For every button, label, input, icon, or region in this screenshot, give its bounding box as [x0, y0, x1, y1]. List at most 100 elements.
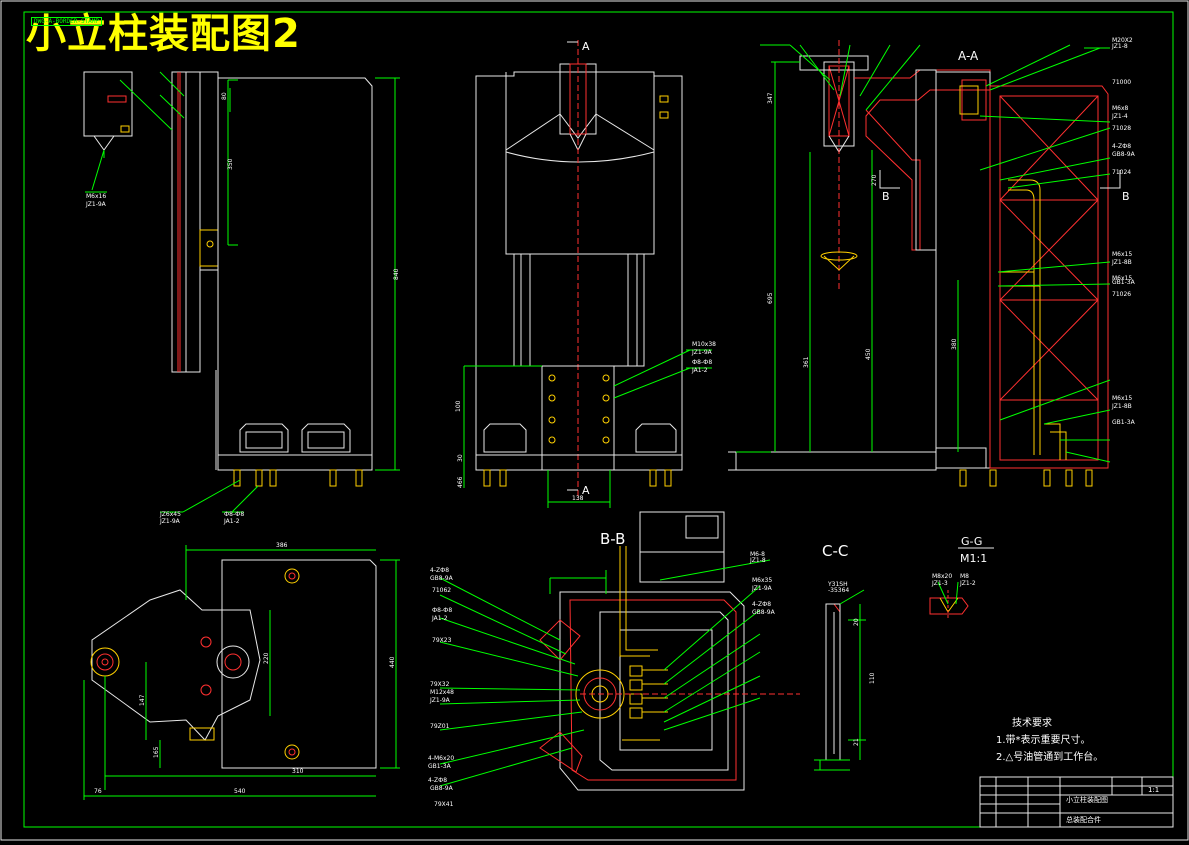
title-block-name: 小立柱装配图: [1066, 795, 1108, 804]
callouts-v3-label: M6x15: [1112, 251, 1132, 258]
callouts-bb-label: 71062: [432, 587, 451, 594]
callouts-v1-label: Ф8-Ф8: [224, 511, 244, 518]
callouts-bb-label: JZ1-9A: [429, 697, 451, 704]
callouts-v1-label: JA1-2: [223, 518, 240, 525]
callouts-bb-label: GB1-3A: [428, 763, 452, 770]
section-cc-view: [814, 589, 866, 771]
callouts-bb-label: M12x48: [430, 689, 454, 696]
callouts-v3-label: M20X2: [1112, 37, 1133, 44]
callouts-v3-label: 71028: [1112, 125, 1131, 132]
label-section-bb: B-B: [600, 530, 625, 548]
border-stamp: DWG-A-BORDER-STAMP: [31, 17, 103, 26]
plan-view: [83, 545, 400, 800]
callouts-gg-label: M8x20: [932, 573, 952, 580]
callouts-v3-label: JZ1-8: [1111, 43, 1128, 50]
callouts-v3-label: M6x15: [1112, 395, 1132, 402]
label-section-gg: G-G: [961, 535, 982, 548]
dims-v2-label: 466: [457, 476, 464, 488]
notes-item: 1.带*表示重要尺寸。: [996, 735, 1091, 746]
callout-labels: M6x16JZ1-9AJZ6x45JZ1-9AФ8-Ф8JA1-2M10x38J…: [85, 37, 1136, 808]
callouts-v3-label: GB1-3A: [1112, 419, 1136, 426]
inner-border: [23, 11, 1174, 828]
side-elevation-view: [83, 71, 400, 513]
callouts-bb-label: M6-8: [750, 551, 765, 558]
technical-notes: 技术要求 1.带*表示重要尺寸。 2.△号油管通到工作台。: [996, 715, 1103, 766]
callouts-v3-label: GB8-9A: [1112, 151, 1136, 158]
callouts-v3-label: JZ1-8B: [1111, 403, 1132, 410]
callouts-v3-label: GB1-3A: [1112, 279, 1136, 286]
callouts-bb-label: 79X23: [432, 637, 452, 644]
callouts-cc-label: -35364: [828, 587, 849, 594]
callouts-v3-label: 71000: [1112, 79, 1131, 86]
title-block: 小立柱装配图 总装配合件 1:1: [979, 776, 1174, 828]
label-cut-b-right: B: [1122, 190, 1130, 203]
callouts-bb-label: 79X32: [430, 681, 450, 688]
callouts-v2-label: M10x38: [692, 341, 716, 348]
callouts-bb-label: 4-M6x20: [428, 755, 454, 762]
notes-item: 2.△号油管通到工作台。: [996, 752, 1104, 763]
label-section-cc: C-C: [822, 542, 848, 560]
dims-v3-label: 361: [803, 356, 810, 368]
dims-plan-label: 440: [389, 656, 396, 668]
callouts-bb-label: JA1-2: [431, 615, 448, 622]
callouts-v2-label: JZ1-9A: [691, 349, 713, 356]
callouts-cc-label: Y31SH: [827, 581, 848, 588]
callouts-bb-label: GB8-9A: [752, 609, 776, 616]
callouts-v3-label: M6x15: [1112, 275, 1132, 282]
dims-v2-label: 138: [572, 495, 584, 502]
callouts-bb-label: JZ1-8: [749, 557, 766, 564]
callouts-bb-label: 4-ZФ8: [428, 777, 447, 784]
callouts-v3-label: M6x8: [1112, 105, 1129, 112]
title-block-scale: 1:1: [1148, 786, 1159, 794]
notes-heading: 技术要求: [1012, 718, 1052, 729]
dims-cc-label: 20: [853, 618, 860, 626]
callouts-v2-label: Ф8-Ф8: [692, 359, 712, 366]
callouts-v3-label: 71024: [1112, 169, 1131, 176]
dims-cc-label: 21: [853, 738, 860, 746]
callouts-bb-label: Ф8-Ф8: [432, 607, 452, 614]
callouts-v3-label: 71026: [1112, 291, 1131, 298]
front-elevation-view: [463, 40, 712, 508]
dimension-labels: 8035084013810030466347270695361450380386…: [94, 92, 958, 795]
callouts-gg-label: JZ1-2: [959, 580, 976, 587]
dims-v3-label: 270: [871, 174, 878, 186]
dims-v2-label: 30: [457, 454, 464, 462]
dims-cc-label: 110: [869, 672, 876, 684]
callouts-bb-label: JZ1-9A: [751, 585, 773, 592]
section-aa-view: [728, 40, 1121, 487]
label-section-aa: A-A: [958, 49, 979, 63]
drawing-title: 小立柱装配图2: [26, 11, 301, 57]
callouts-gg-label: M8: [960, 573, 969, 580]
dims-plan-label: 310: [292, 768, 304, 775]
callouts-v3-label: JZ1-8B: [1111, 259, 1132, 266]
section-gg-view: [929, 547, 994, 620]
dims-v3-label: 347: [767, 92, 774, 104]
callouts-v2-label: JA1-2: [691, 367, 708, 374]
dims-v1-label: 840: [393, 268, 400, 280]
callouts-bb-label: 79Z01: [430, 723, 450, 730]
callouts-bb-label: GB8-9A: [430, 575, 454, 582]
callouts-v1-label: M6x16: [86, 193, 106, 200]
dims-plan-label: 147: [139, 694, 146, 706]
dims-v1-label: 350: [227, 158, 234, 170]
callouts-v1-label: JZ6x45: [159, 511, 181, 518]
dims-v3-label: 450: [865, 348, 872, 360]
dims-plan-label: 76: [94, 788, 102, 795]
section-bb-view: [439, 511, 800, 791]
callouts-bb-label: 4-ZФ8: [752, 601, 771, 608]
label-section-gg-scale: M1:1: [960, 552, 987, 565]
callouts-bb-label: GB8-9A: [430, 785, 454, 792]
callouts-v3-label: JZ1-4: [1111, 113, 1128, 120]
callouts-bb-label: 79X41: [434, 801, 454, 808]
dims-plan-label: 540: [234, 788, 246, 795]
callouts-bb-label: M6x35: [752, 577, 772, 584]
label-cut-b-left: B: [882, 190, 890, 203]
callouts-gg-label: JZ1-3: [931, 580, 948, 587]
callouts-bb-label: 4-ZФ8: [430, 567, 449, 574]
label-cut-a-top: A: [582, 40, 590, 53]
callouts-v1-label: JZ1-9A: [159, 518, 181, 525]
dims-plan-label: 220: [263, 652, 270, 664]
